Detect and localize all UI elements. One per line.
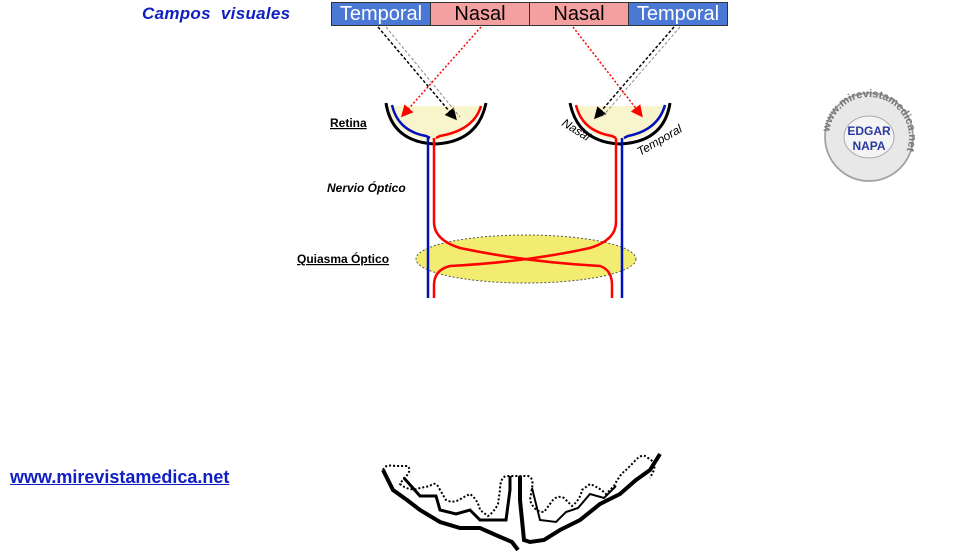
label-optic-chiasm: Quiasma Óptico [297,251,389,266]
right-retina-outline [568,102,672,146]
right-nasal-fiber-crossing [432,138,618,298]
page-title: Campos visuales [142,4,291,23]
arrow-left-temporal-black [377,26,457,121]
cortex-outline-sketch [381,452,662,552]
left-retina-temporal-fibers [390,104,431,140]
visual-fields-bar: Temporal Nasal Nasal Temporal [331,2,728,26]
field-right-nasal: Nasal [530,3,629,25]
right-retina-temporal-fibers [623,104,667,140]
arrow-right-temporal-gray [601,26,681,118]
label-retina: Retina [330,116,367,130]
edgar-napa-logo: www.mirevistamedica.net EDGAR NAPA [820,88,918,182]
field-left-temporal: Temporal [332,3,431,25]
arrow-left-nasal-red [401,26,482,118]
arrow-right-nasal-red [572,26,643,118]
logo-center-edgar: EDGAR [847,124,891,138]
field-right-temporal: Temporal [629,3,727,25]
arrow-left-temporal-gray [385,26,461,118]
field-left-nasal: Nasal [431,3,530,25]
right-retina-nasal-fibers [574,104,617,140]
website-link[interactable]: www.mirevistamedica.net [10,467,230,487]
label-optic-nerve: Nervio Óptico [327,180,406,195]
left-retina-nasal-fibers [435,105,483,140]
logo-center-napa: NAPA [852,139,885,153]
